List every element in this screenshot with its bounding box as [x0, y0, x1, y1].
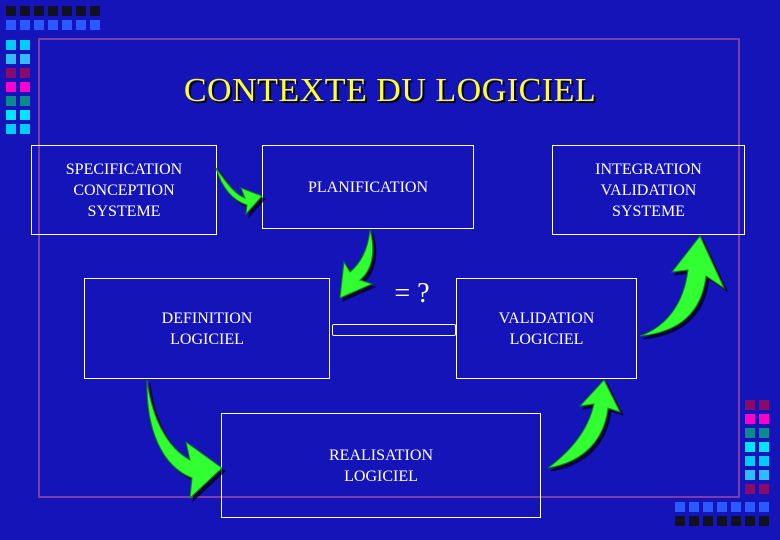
decor-square — [689, 516, 699, 526]
decor-square — [759, 414, 769, 424]
box-planification: PLANIFICATION — [262, 145, 474, 229]
decor-square — [90, 6, 100, 16]
decor-square — [76, 6, 86, 16]
decor-square — [731, 502, 741, 512]
decor-square — [6, 40, 16, 50]
decor-square — [759, 400, 769, 410]
box-validation: VALIDATION LOGICIEL — [456, 278, 637, 379]
decor-square — [20, 40, 30, 50]
decor-square — [34, 20, 44, 30]
decor-square — [6, 110, 16, 120]
decor-square — [48, 20, 58, 30]
box-specification: SPECIFICATION CONCEPTION SYSTEME — [31, 145, 217, 235]
decor-square — [745, 414, 755, 424]
decor-square — [20, 68, 30, 78]
decor-square — [6, 6, 16, 16]
decor-square — [6, 68, 16, 78]
decor-square — [20, 110, 30, 120]
decor-square — [717, 502, 727, 512]
decor-square — [759, 442, 769, 452]
decor-square — [6, 54, 16, 64]
decor-square — [76, 20, 86, 30]
decor-square — [6, 124, 16, 134]
decor-square — [745, 400, 755, 410]
box-integration: INTEGRATION VALIDATION SYSTEME — [552, 145, 745, 235]
connector-label: = ? — [394, 278, 430, 309]
arrow-val-to-integ — [639, 235, 726, 337]
decor-square — [703, 516, 713, 526]
box-definition: DEFINITION LOGICIEL — [84, 278, 330, 379]
decor-square — [717, 516, 727, 526]
decor-square — [731, 516, 741, 526]
decor-square — [6, 96, 16, 106]
decor-square — [20, 124, 30, 134]
slide-title: CONTEXTE DU LOGICIEL — [183, 72, 597, 109]
decor-square — [62, 6, 72, 16]
decor-square — [20, 82, 30, 92]
decor-square — [20, 96, 30, 106]
decor-square — [675, 502, 685, 512]
arrow-def-to-real — [146, 379, 223, 500]
decor-square — [759, 502, 769, 512]
decor-square — [90, 20, 100, 30]
decor-square — [745, 428, 755, 438]
arrow-real-to-val — [547, 379, 621, 469]
decor-square — [675, 516, 685, 526]
decor-square — [6, 20, 16, 30]
decor-square — [759, 484, 769, 494]
arrow-spec-to-plan — [215, 167, 263, 216]
decor-square — [759, 516, 769, 526]
connector-bar — [332, 324, 456, 336]
decor-square — [745, 470, 755, 480]
decor-square — [6, 82, 16, 92]
decor-square — [48, 6, 58, 16]
decor-square — [759, 428, 769, 438]
decor-square — [34, 6, 44, 16]
decor-square — [20, 6, 30, 16]
decor-square — [20, 54, 30, 64]
decor-square — [745, 456, 755, 466]
decor-square — [62, 20, 72, 30]
decor-square — [20, 20, 30, 30]
decor-square — [759, 470, 769, 480]
decor-square — [745, 502, 755, 512]
box-realisation: REALISATION LOGICIEL — [221, 413, 541, 518]
slide-frame — [38, 38, 740, 498]
decor-square — [745, 516, 755, 526]
decor-square — [745, 484, 755, 494]
decor-square — [689, 502, 699, 512]
decor-square — [703, 502, 713, 512]
arrow-plan-to-connector — [339, 229, 374, 299]
decor-square — [745, 442, 755, 452]
decor-square — [759, 456, 769, 466]
